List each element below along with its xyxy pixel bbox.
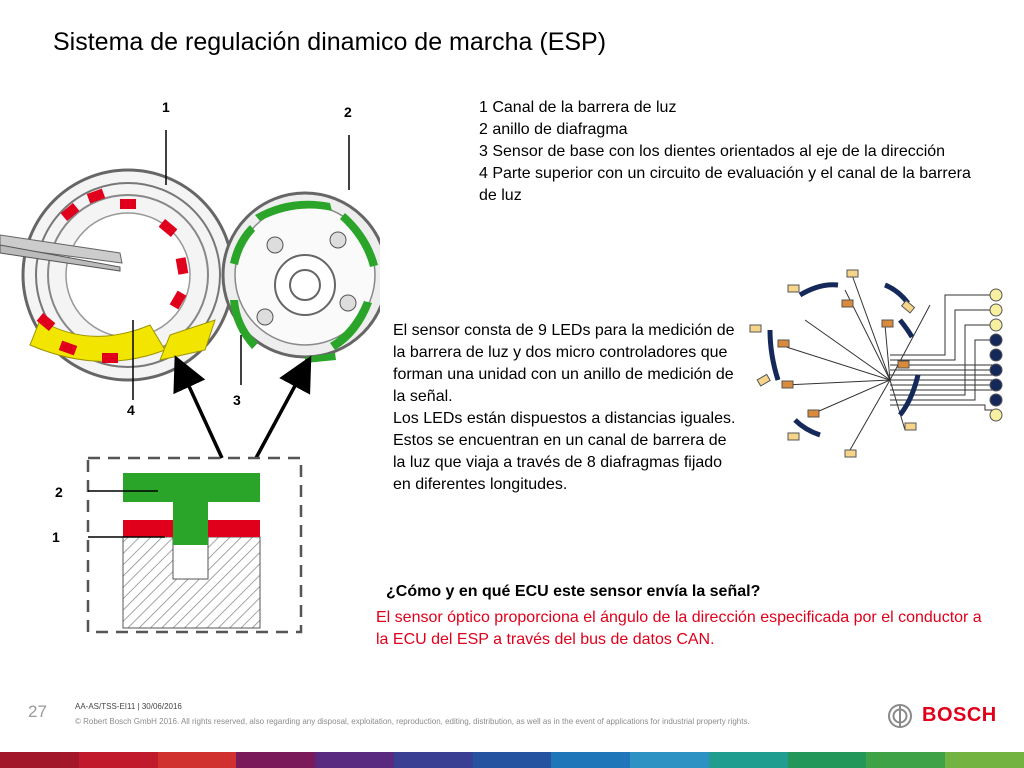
color-bar-segment [708, 752, 788, 768]
legend-item: 2 anillo de diafragma [479, 121, 628, 138]
document-reference: AA-AS/TSS-EI11 | 30/06/2016 [75, 702, 182, 711]
question-text: ¿Cómo y en qué ECU este sensor envía la … [386, 583, 761, 600]
color-bar-segment [78, 752, 158, 768]
color-bar-segment [866, 752, 946, 768]
legend-item: 4 Parte superior con un circuito de eval… [479, 165, 971, 204]
legend-item: 1 Canal de la barrera de luz [479, 99, 677, 116]
sensor-description: El sensor consta de 9 LEDs para la medic… [393, 320, 738, 496]
photo-label-3: 3 [233, 392, 241, 408]
sensor-components-photo: 1 2 3 4 [0, 99, 380, 418]
bosch-armature-icon [888, 704, 912, 728]
color-bar-segment [236, 752, 316, 768]
brand-logo: BOSCH [922, 704, 997, 726]
answer-text: El sensor óptico proporciona el ángulo d… [376, 609, 982, 648]
color-bar-segment [393, 752, 473, 768]
photo-label-1: 1 [162, 99, 170, 115]
cross-section-diagram: 2 1 [52, 456, 303, 634]
description-paragraph: El sensor consta de 9 LEDs para la medic… [393, 322, 735, 405]
color-bar-segment [787, 752, 867, 768]
channel-ring-image [0, 168, 235, 382]
component-legend: 1 Canal de la barrera de luz 2 anillo de… [479, 97, 984, 207]
color-bar-segment [472, 752, 552, 768]
color-bar-segment [945, 752, 1024, 768]
description-paragraph: Los LEDs están dispuestos a distancias i… [393, 410, 736, 493]
footer-color-bar [0, 752, 1024, 768]
color-bar-segment [0, 752, 79, 768]
photo-label-2: 2 [344, 104, 352, 120]
legend-item: 3 Sensor de base con los dientes orienta… [479, 143, 946, 160]
page-number: 27 [28, 702, 47, 721]
section-label-1: 1 [52, 529, 60, 545]
led-schematic-diagram [749, 269, 1003, 458]
color-bar-segment [551, 752, 631, 768]
section-label-2: 2 [55, 484, 63, 500]
slide-title: Sistema de regulación dinamico de marcha… [53, 28, 607, 56]
color-bar-segment [630, 752, 709, 768]
arrow-icon [173, 355, 312, 459]
color-bar-segment [157, 752, 237, 768]
color-bar-segment [315, 752, 394, 768]
diaphragm-ring-image [221, 191, 380, 363]
copyright-notice: © Robert Bosch GmbH 2016. All rights res… [75, 717, 750, 726]
photo-label-4: 4 [127, 402, 135, 418]
